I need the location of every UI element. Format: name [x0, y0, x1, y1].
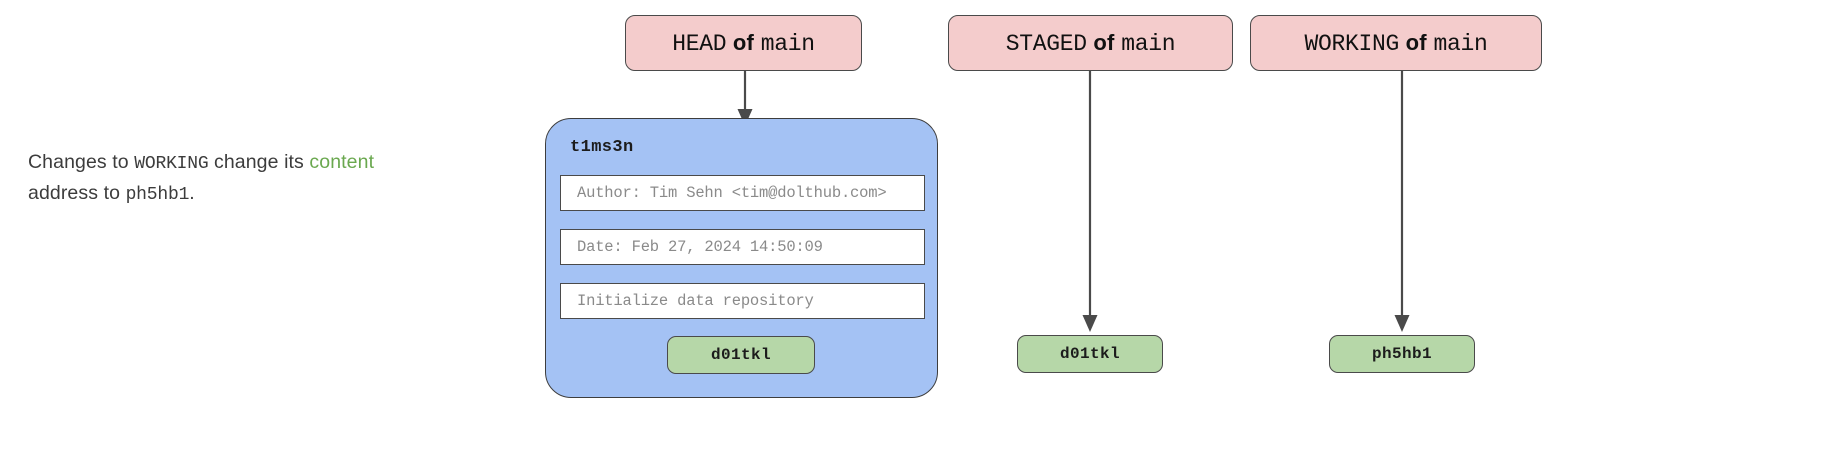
- commit-card[interactable]: t1ms3n Author: Tim Sehn <tim@dolthub.com…: [545, 118, 938, 398]
- pointer-branch-head: main: [760, 31, 815, 57]
- working-hash-chip[interactable]: ph5hb1: [1329, 335, 1475, 373]
- pointer-of-working: of: [1405, 30, 1427, 55]
- pointer-box-head[interactable]: HEAD of main: [625, 15, 862, 71]
- commit-message-value: Initialize data repository: [577, 292, 814, 310]
- commit-hash-chip[interactable]: d01tkl: [667, 336, 815, 374]
- commit-date-field[interactable]: Date: Feb 27, 2024 14:50:09: [560, 229, 925, 265]
- caption-line1-text-b: change its: [208, 151, 310, 173]
- commit-date-value: Date: Feb 27, 2024 14:50:09: [577, 238, 823, 256]
- caption-content-link: content: [309, 151, 375, 173]
- pointer-label-working: WORKING of main: [1304, 29, 1487, 57]
- arrow-down-icon-staged: [1082, 71, 1098, 332]
- explanation-text: Changes to WORKING change its content add…: [28, 148, 458, 210]
- pointer-branch-staged: main: [1121, 31, 1176, 57]
- caption-line2-text-b: .: [189, 182, 195, 204]
- pointer-label-staged: STAGED of main: [1006, 29, 1176, 57]
- pointer-name-working: WORKING: [1304, 31, 1399, 57]
- commit-author-value: Author: Tim Sehn <tim@dolthub.com>: [577, 184, 887, 202]
- working-hash-value: ph5hb1: [1371, 345, 1432, 363]
- arrow-down-icon-working: [1394, 71, 1410, 332]
- staged-hash-value: d01tkl: [1059, 345, 1120, 363]
- pointer-of-staged: of: [1093, 30, 1115, 55]
- pointer-box-staged[interactable]: STAGED of main: [948, 15, 1233, 71]
- caption-hash-token: ph5hb1: [125, 185, 190, 205]
- pointer-box-working[interactable]: WORKING of main: [1250, 15, 1542, 71]
- commit-author-field[interactable]: Author: Tim Sehn <tim@dolthub.com>: [560, 175, 925, 211]
- commit-message-field[interactable]: Initialize data repository: [560, 283, 925, 319]
- arrow-down-icon-head: [737, 71, 753, 126]
- pointer-of-head: of: [732, 30, 755, 55]
- staged-hash-chip[interactable]: d01tkl: [1017, 335, 1163, 373]
- caption-line1-text-a: Changes to: [28, 151, 135, 173]
- pointer-branch-working: main: [1433, 31, 1488, 57]
- caption-line2-text-a: address to: [28, 182, 126, 204]
- pointer-name-staged: STAGED: [1005, 31, 1087, 57]
- pointer-name-head: HEAD: [672, 31, 727, 57]
- caption-working-token: WORKING: [134, 154, 209, 174]
- commit-card-title: t1ms3n: [570, 138, 634, 157]
- commit-hash-value: d01tkl: [710, 346, 771, 364]
- pointer-label-head: HEAD of main: [672, 29, 815, 57]
